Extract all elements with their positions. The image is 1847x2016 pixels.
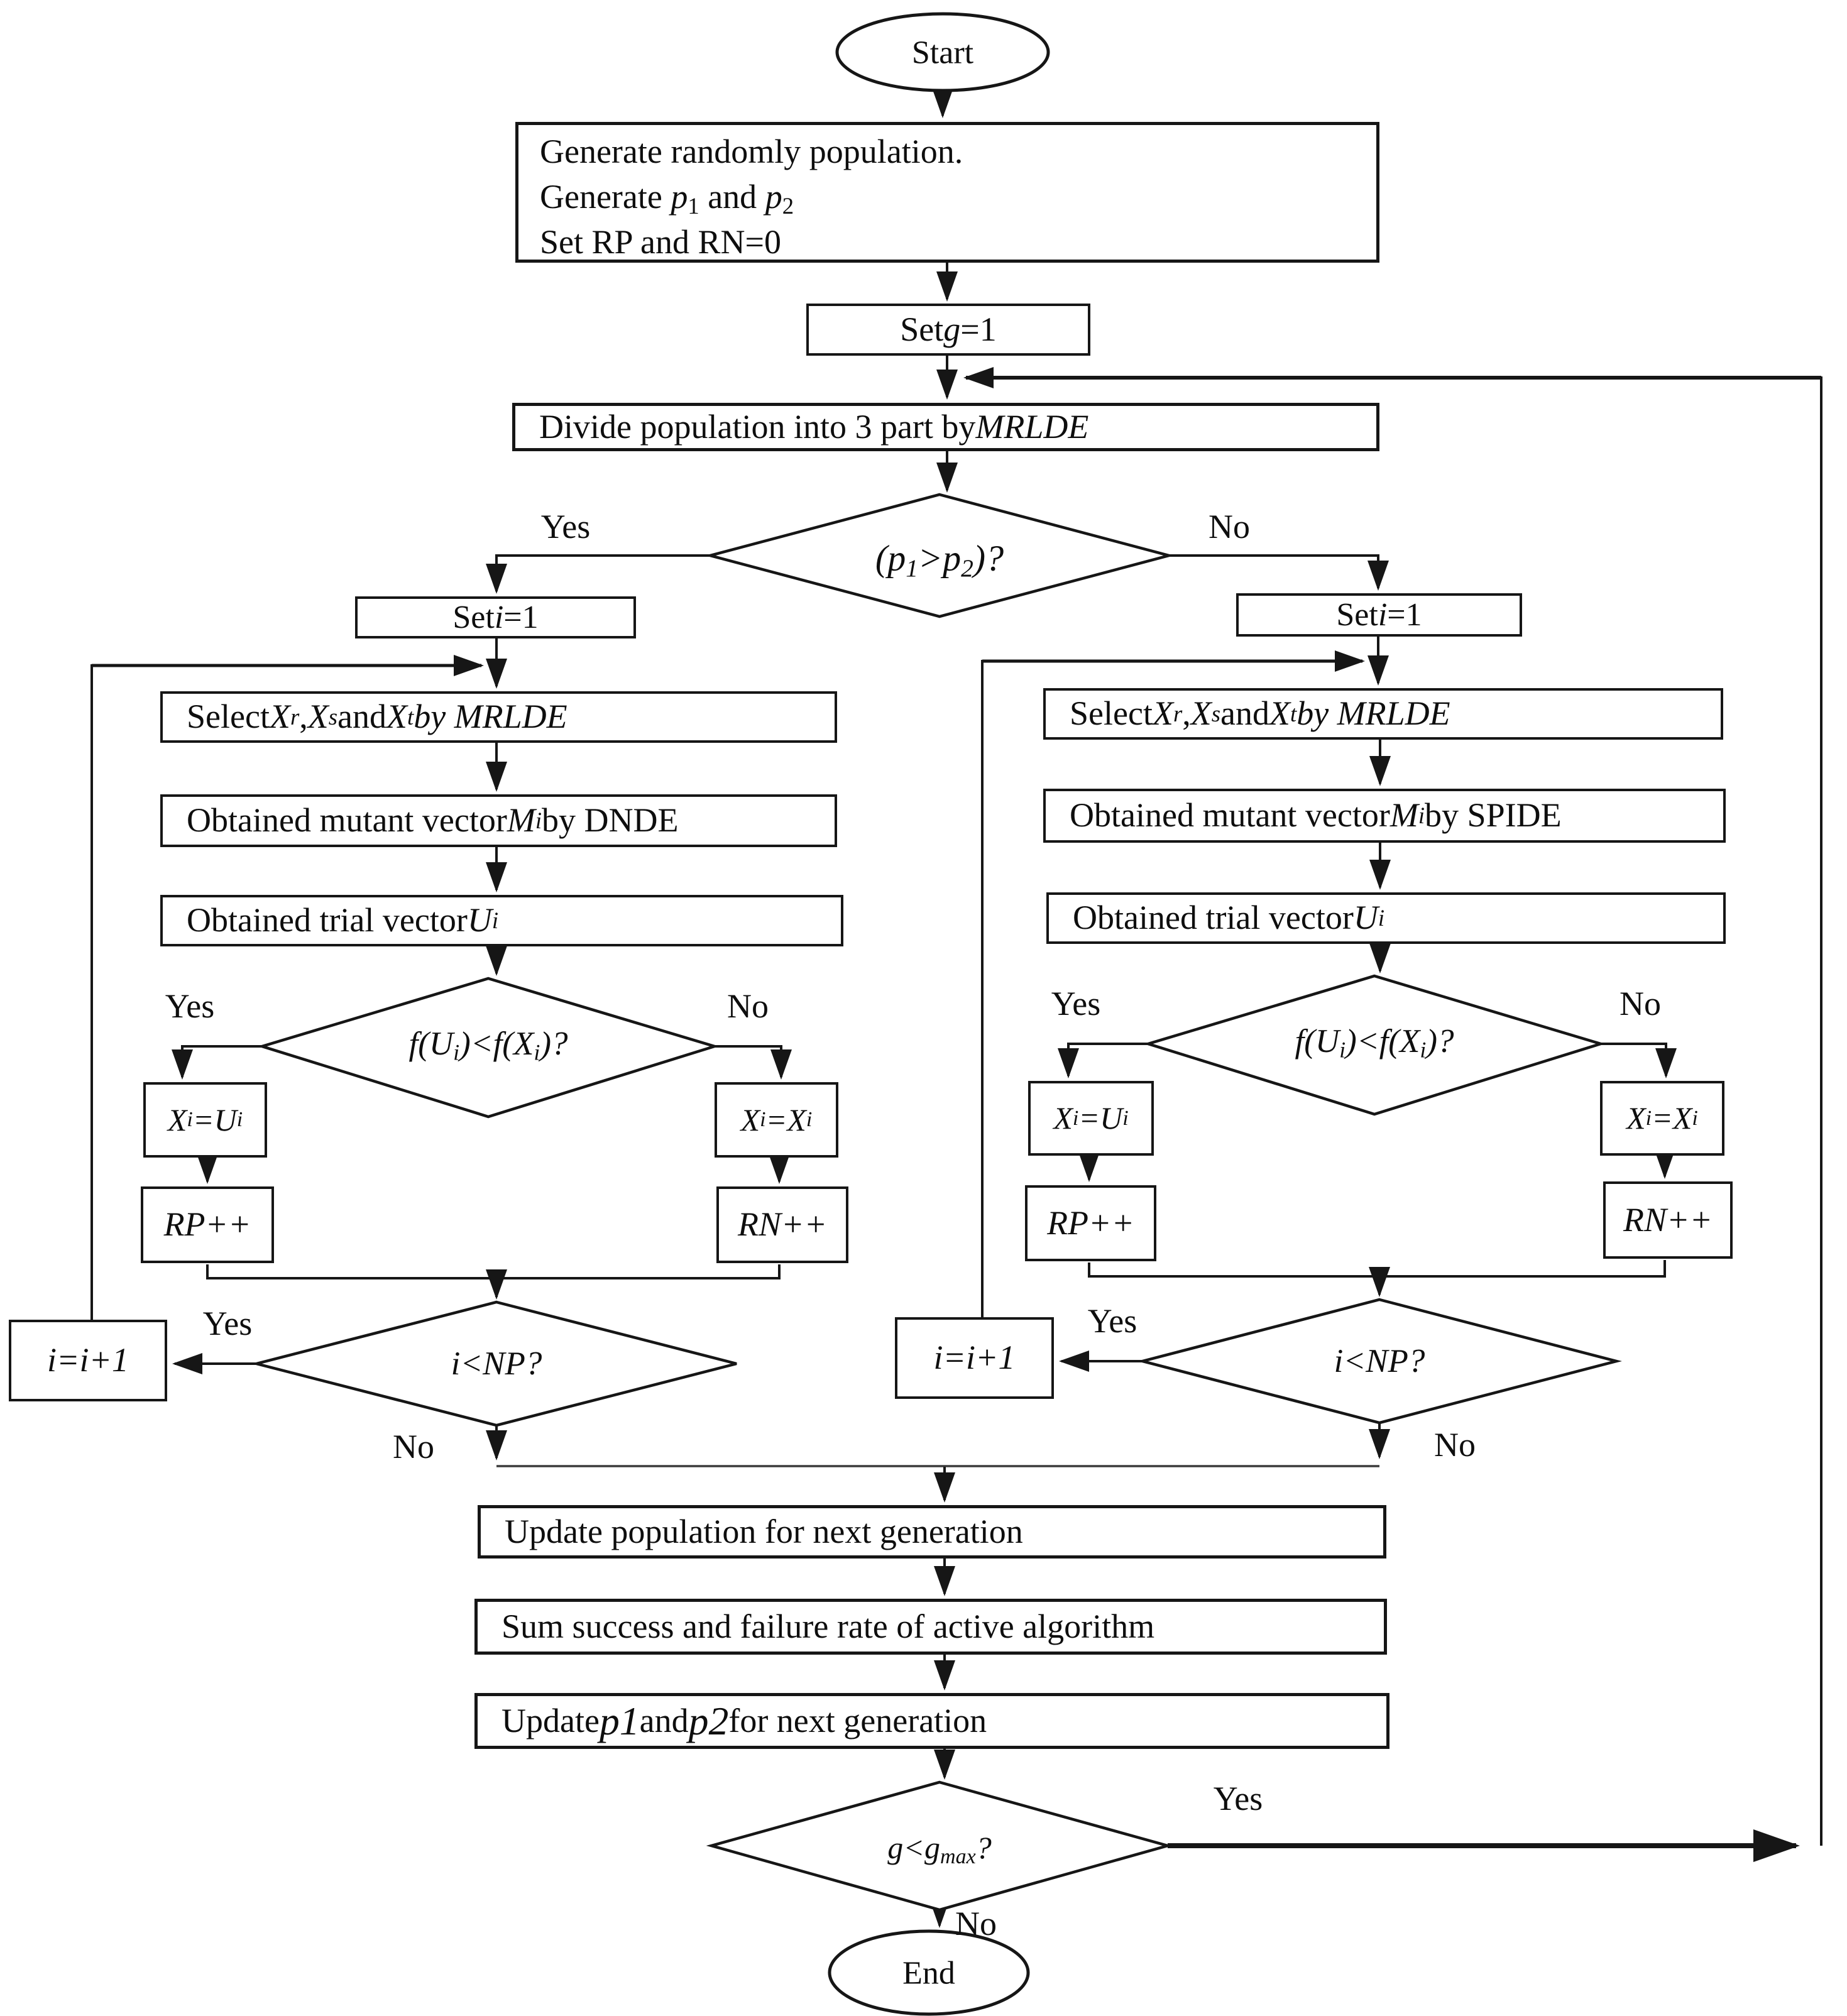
process-divide-population: Divide population into 3 part by MRLDE — [512, 403, 1379, 451]
edge-f-yes-left — [172, 1045, 262, 1080]
process-generate: Generate randomly population. Generate p… — [515, 122, 1379, 263]
edge-f-yes-right — [1058, 1043, 1148, 1078]
process-set-i-left: Set i=1 — [355, 596, 636, 638]
terminator-end-label: End — [902, 1955, 955, 1991]
process-increment-left: i=i+1 — [9, 1320, 167, 1401]
terminator-end-shape — [828, 1929, 1030, 2016]
process-rn-right: RN++ — [1603, 1181, 1733, 1259]
decision-gmax-label: g<gmax? — [887, 1830, 992, 1869]
process-update-population: Update population for next generation — [478, 1505, 1386, 1559]
edge-label-no-f-right: No — [1620, 985, 1661, 1022]
process-sum-rate: Sum success and failure rate of active a… — [474, 1599, 1387, 1655]
terminator-start-label: Start — [911, 35, 974, 71]
edge-label-yes-f-left: Yes — [165, 987, 215, 1025]
terminator-start-shape — [835, 12, 1050, 92]
edge-label-yes-f-right: Yes — [1051, 985, 1101, 1022]
edge-label-no-np-left: No — [393, 1428, 434, 1465]
edge-label-no-np-right: No — [1434, 1426, 1476, 1464]
generate-line-1: Generate randomly population. — [540, 133, 963, 170]
edge-label-no-f-left: No — [727, 987, 769, 1025]
decision-np-right-shape — [1137, 1298, 1622, 1425]
decision-np-left-label: i<NP? — [451, 1345, 542, 1382]
decision-p1-p2-shape — [704, 493, 1175, 618]
decision-fitness-right-label: f(Ui)<f(Xi)? — [1295, 1023, 1454, 1063]
edge-f-no-right — [1601, 1043, 1677, 1078]
decision-np-right-label: i<NP? — [1334, 1343, 1425, 1379]
edge-merge-left — [206, 1264, 781, 1279]
process-increment-right: i=i+1 — [895, 1317, 1054, 1399]
edge-f-no-left — [715, 1045, 792, 1080]
process-rn-left: RN++ — [716, 1186, 848, 1263]
process-set-g: Set g=1 — [806, 304, 1090, 356]
edge-label-yes-gmax: Yes — [1213, 1780, 1263, 1817]
edge-p-no — [1169, 554, 1389, 591]
decision-p1-p2-label: (p1>p2)? — [875, 537, 1004, 582]
edge-label-no-p: No — [1208, 508, 1250, 545]
edge-label-no-gmax: No — [955, 1905, 997, 1942]
process-rp-right: RP++ — [1025, 1185, 1156, 1261]
edge-p-yes — [486, 554, 710, 594]
edge-label-yes-np-left: Yes — [202, 1305, 253, 1342]
process-set-i-right: Set i=1 — [1236, 593, 1522, 637]
process-generate-text: Generate randomly population. Generate p… — [518, 120, 963, 265]
decision-gmax-shape — [706, 1780, 1173, 1912]
generate-line-3: Set RP and RN=0 — [540, 223, 781, 261]
decision-fitness-right-shape — [1143, 974, 1606, 1116]
decision-fitness-left-label: f(Ui)<f(Xi)? — [408, 1026, 568, 1065]
edge-merge-right — [1088, 1260, 1666, 1278]
generate-line-2: Generate p1 and p2 — [540, 178, 794, 219]
decision-fitness-left-shape — [257, 977, 720, 1119]
edge-label-yes-p: Yes — [540, 508, 591, 545]
decision-np-left-shape — [256, 1300, 737, 1427]
edge-label-yes-np-right: Yes — [1087, 1302, 1137, 1340]
process-rp-left: RP++ — [141, 1186, 274, 1263]
